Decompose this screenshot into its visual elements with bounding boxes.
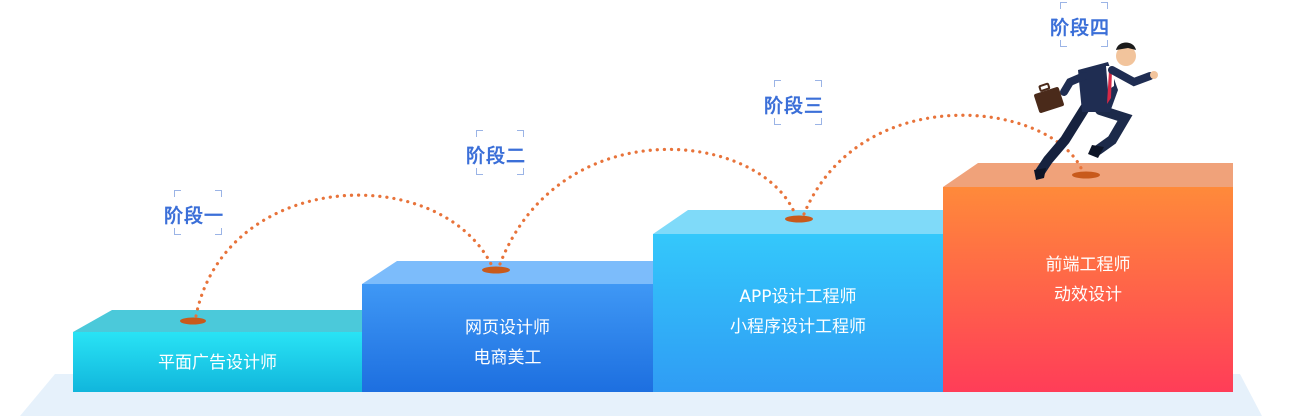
- step-3-role-1: APP设计工程师: [739, 287, 857, 307]
- step-4-block: [943, 163, 1233, 392]
- step-1-hole: [180, 317, 206, 325]
- step-4-roles: 前端工程师 动效设计: [943, 250, 1233, 310]
- step-3-hole: [785, 215, 813, 223]
- stage-3-label-frame: 阶段三: [762, 80, 834, 125]
- step-3-role-2: 小程序设计工程师: [730, 317, 866, 337]
- step-4-hole: [1072, 171, 1100, 179]
- trail-2-to-3: [498, 147, 797, 266]
- step-1-role-1: 平面广告设计师: [158, 353, 277, 373]
- stage-2-label-frame: 阶段二: [464, 130, 536, 175]
- stage-2-label: 阶段二: [466, 145, 527, 167]
- step-4-role-2: 动效设计: [1054, 285, 1122, 305]
- step-3-block: [653, 210, 943, 392]
- step-1-block: [73, 310, 362, 392]
- stage-4-label: 阶段四: [1050, 17, 1111, 39]
- trail-1-to-2: [194, 193, 494, 318]
- step-2-hole: [482, 266, 510, 274]
- step-2-role-1: 网页设计师: [465, 318, 550, 338]
- stage-4-label-frame: 阶段四: [1048, 2, 1120, 47]
- stage-3-label: 阶段三: [764, 95, 825, 117]
- step-2-role-2: 电商美工: [473, 348, 542, 368]
- stage-1-label: 阶段一: [164, 205, 225, 227]
- stage-1-label-frame: 阶段一: [162, 190, 234, 235]
- step-2-roles: 网页设计师 电商美工: [362, 313, 653, 373]
- briefcase-icon: [1034, 82, 1064, 114]
- running-businessman-icon: [1034, 42, 1158, 180]
- step-4-role-1: 前端工程师: [1045, 255, 1131, 275]
- step-1-roles: 平面广告设计师: [73, 348, 362, 378]
- step-3-roles: APP设计工程师 小程序设计工程师: [653, 282, 943, 342]
- step-2-block: [362, 261, 653, 392]
